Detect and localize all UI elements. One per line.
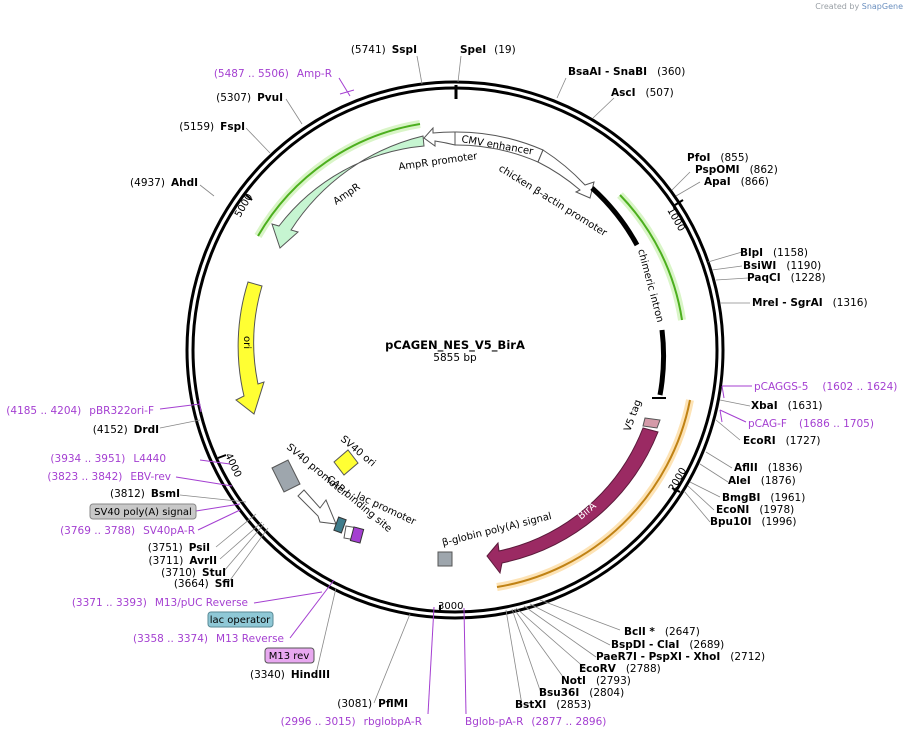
tick-2000: 2000 <box>667 466 689 494</box>
box-sv40-polya: SV40 poly(A) signal <box>89 503 197 520</box>
site-AleI: AleI(1876) <box>728 475 796 487</box>
primer-Bglob-pA-R: Bglob-pA-R(2877 .. 2896) <box>465 716 606 728</box>
highlight-amp-r-line <box>257 123 421 237</box>
highlight-amp-r <box>254 120 421 239</box>
box-m13-rev: M13 rev <box>264 647 315 664</box>
tick-marks: 1000 2000 3000 4000 5000 <box>217 192 689 612</box>
primer-M13-Reverse: (3358 .. 3374)M13 Reverse <box>133 633 284 645</box>
site-BstXI: BstXI(2853) <box>515 699 591 711</box>
highlight-birA-line <box>496 399 691 588</box>
site-Bpu10I: Bpu10I(1996) <box>710 516 796 528</box>
box-lac-operator: lac operator <box>207 611 274 628</box>
primer-Amp-R: (5487 .. 5506)Amp-R <box>214 68 332 80</box>
primer-SV40pA-R: (3769 .. 3788)SV40pA-R <box>60 525 195 537</box>
primer-pCAG-F: pCAG-F(1686 .. 1705) <box>748 418 874 430</box>
label-ampr-promoter: AmpR promoter <box>398 151 479 173</box>
label-ampr: AmpR <box>332 182 363 208</box>
snapgene-credit: Created by SnapGene <box>815 2 903 11</box>
site-AscI: AscI(507) <box>611 87 674 99</box>
site-labels: SpeI(19) (5741)SspI BsaAI - SnaBI(360) A… <box>93 44 868 711</box>
boxed-labels: SV40 poly(A) signal lac operator M13 rev <box>89 503 315 664</box>
site-EcoNI: EcoNI(1978) <box>716 504 794 516</box>
site-BlpI: BlpI(1158) <box>740 247 808 259</box>
site-NotI: NotI(2793) <box>561 675 631 687</box>
credit-brand: SnapGene <box>861 2 903 11</box>
site-PvuI: (5307)PvuI <box>216 92 283 104</box>
feature-chicken-actin-promoter: chicken β-actin promoter <box>496 149 609 239</box>
site-XbaI: XbaI(1631) <box>751 400 823 412</box>
site-FspI: (5159)FspI <box>179 121 245 133</box>
site-BclI: BclI *(2647) <box>624 626 700 638</box>
site-HindIII: (3340)HindIII <box>250 669 330 681</box>
site-SpeI: SpeI(19) <box>460 44 516 56</box>
credit-prefix: Created by <box>815 2 860 11</box>
site-PsiI: (3751)PsiI <box>148 542 210 554</box>
primer-pCAGGS-5: pCAGGS-5(1602 .. 1624) <box>754 381 897 393</box>
site-AflII: AflII(1836) <box>734 462 803 474</box>
plasmid-name: pCAGEN_NES_V5_BirA <box>385 338 525 353</box>
leader-lines <box>159 55 751 706</box>
tick-1000: 1000 <box>664 199 687 234</box>
site-PaeR7I-PspXI-XhoI: PaeR7I - PspXI - XhoI(2712) <box>596 651 765 663</box>
primer-EBV-rev: (3823 .. 3842)EBV-rev <box>47 471 171 483</box>
primer-leaders <box>159 77 752 715</box>
site-Bsu36I: Bsu36I(2804) <box>539 687 624 699</box>
highlight-pcag-f-line <box>619 194 683 321</box>
site-EcoRI: EcoRI(1727) <box>743 435 821 447</box>
site-BsaAI-SnaBI: BsaAI - SnaBI(360) <box>568 66 685 78</box>
label-ori: ori <box>241 336 252 349</box>
primer-pBR322ori-F: (4185 .. 4204)pBR322ori-F <box>6 405 154 417</box>
feature-v5-tag: V5 tag <box>622 398 661 433</box>
primer-labels: (5487 .. 5506)Amp-R pCAGGS-5(1602 .. 162… <box>6 68 897 728</box>
label-chicken-actin-promoter: chicken β-actin promoter <box>496 163 609 239</box>
feature-ori: ori <box>235 281 265 415</box>
site-StuI: (3710)StuI <box>161 567 226 579</box>
site-SspI: (5741)SspI <box>351 44 417 56</box>
tick-label-3000: 3000 <box>438 601 463 612</box>
site-MreI-SgrAI: MreI - SgrAI(1316) <box>752 297 868 309</box>
site-BsmI: (3812)BsmI <box>110 488 180 500</box>
site-BsiWI: BsiWI(1190) <box>743 260 821 272</box>
highlight-birA <box>496 399 694 591</box>
tick-3000: 3000 <box>438 601 463 612</box>
primer-rbglobpA-R: (2996 .. 3015)rbglobpA-R <box>281 716 422 728</box>
label-v5-tag: V5 tag <box>622 398 644 433</box>
box-lac-operator-text: lac operator <box>210 615 271 626</box>
tick-4000: 4000 <box>217 452 243 479</box>
tick-label-2000: 2000 <box>667 466 689 494</box>
site-EcoRV: EcoRV(2788) <box>579 663 661 675</box>
site-PfoI: PfoI(855) <box>687 152 749 164</box>
primer-M13-pUC-Reverse: (3371 .. 3393)M13/pUC Reverse <box>72 597 248 609</box>
feature-chimeric-intron: chimeric intron <box>590 186 667 399</box>
site-BmgBI: BmgBI(1961) <box>722 492 805 504</box>
plasmid-size: 5855 bp <box>433 352 477 364</box>
box-m13-rev-text: M13 rev <box>269 651 310 662</box>
feature-sv40-ori: SV40 ori <box>333 434 377 476</box>
site-PaqCI: PaqCI(1228) <box>747 272 826 284</box>
site-PspOMI: PspOMI(862) <box>695 164 778 176</box>
primer-L4440: (3934 .. 3951)L4440 <box>50 453 166 465</box>
site-AvrII: (3711)AvrII <box>148 555 217 567</box>
site-PflMI: (3081)PflMI <box>337 698 408 710</box>
site-BspDI-ClaI: BspDI - ClaI(2689) <box>611 639 724 651</box>
site-AhdI: (4937)AhdI <box>130 177 198 189</box>
box-sv40-polya-text: SV40 poly(A) signal <box>94 507 192 518</box>
site-DrdI: (4152)DrdI <box>93 424 159 436</box>
site-ApaI: ApaI(866) <box>704 176 769 188</box>
site-SfiI: (3664)SfiI <box>174 578 234 590</box>
